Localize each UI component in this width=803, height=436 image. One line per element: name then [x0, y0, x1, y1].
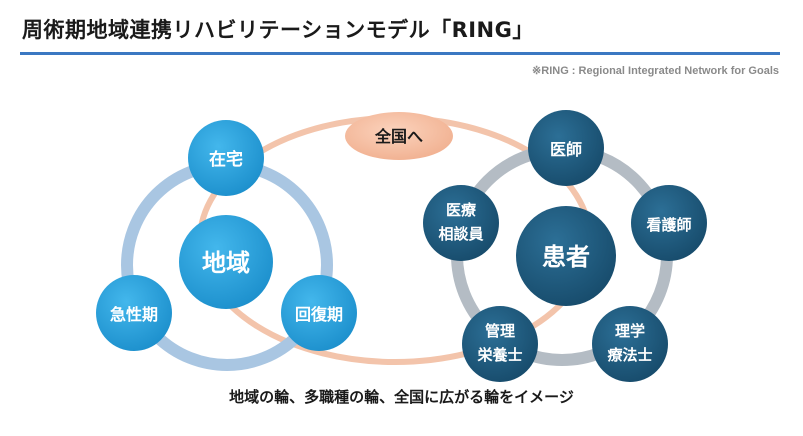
national-label: 全国へ	[374, 127, 423, 146]
pro-node-dietitian-label-1: 管理	[485, 322, 515, 340]
pro-center: 患者	[516, 206, 616, 306]
pro-node-physiotherapist-label-1: 理学	[615, 322, 645, 340]
local-center-label: 地域	[202, 249, 250, 277]
local-node-recovery-label: 回復期	[295, 305, 343, 324]
local-node-recovery: 回復期	[281, 275, 357, 351]
ring-acronym-note: ※RING : Regional Integrated Network for …	[532, 65, 779, 77]
pro-node-nurse-label: 看護師	[646, 216, 691, 234]
pro-node-dietitian-label-2: 栄養士	[476, 346, 522, 364]
local-node-home: 在宅	[188, 120, 264, 196]
pro-node-counselor-label-1: 医療	[446, 201, 477, 219]
local-node-acute-label: 急性期	[110, 305, 158, 324]
pro-center-label: 患者	[542, 243, 590, 271]
pro-node-physiotherapist: 理学 療法士	[592, 306, 668, 382]
pro-node-doctor: 医師	[528, 110, 604, 186]
national-bubble: 全国へ	[345, 112, 453, 160]
pro-node-doctor-label: 医師	[550, 140, 582, 159]
page-title: 周術期地域連携リハビリテーションモデル「RING」	[22, 18, 534, 42]
pro-node-nurse: 看護師	[631, 185, 707, 261]
pro-node-counselor-label-2: 相談員	[438, 225, 483, 243]
pro-node-physiotherapist-label-2: 療法士	[607, 346, 652, 364]
local-node-acute: 急性期	[96, 275, 172, 351]
title-underline	[20, 52, 780, 55]
diagram-caption: 地域の輪、多職種の輪、全国に広がる輪をイメージ	[229, 388, 574, 406]
local-center: 地域	[179, 215, 273, 309]
pro-node-counselor: 医療 相談員	[423, 185, 499, 261]
local-node-home-label: 在宅	[209, 149, 243, 170]
pro-node-dietitian: 管理 栄養士	[462, 306, 538, 382]
